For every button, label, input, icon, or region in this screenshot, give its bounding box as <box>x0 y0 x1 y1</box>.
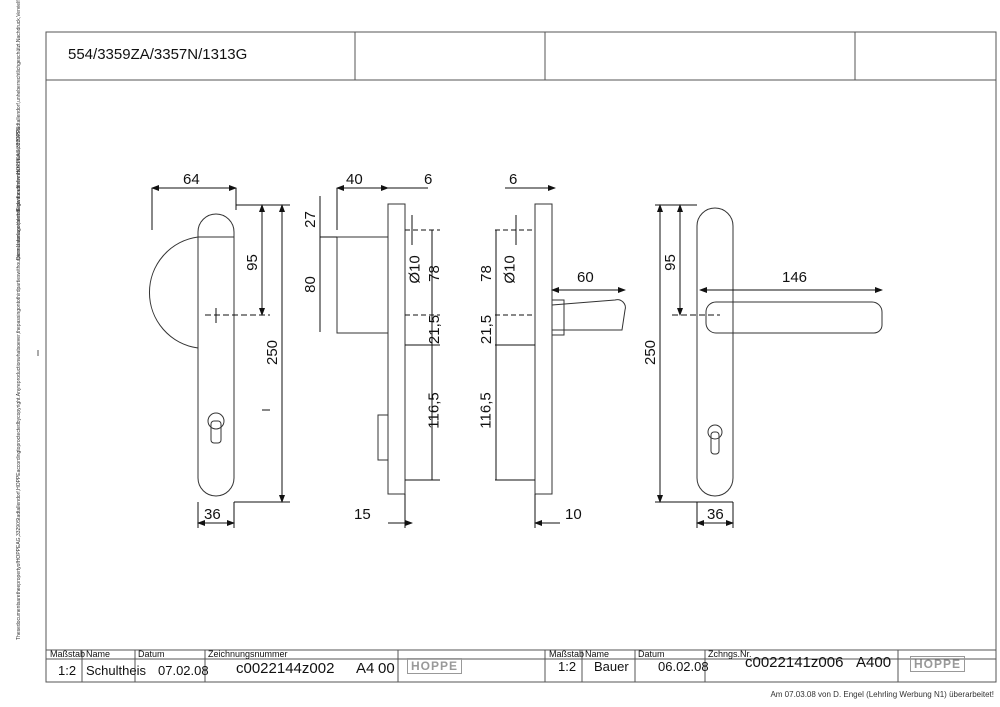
drawing-frame <box>45 31 997 683</box>
dim-left-width-top: 64 <box>183 171 200 188</box>
tb-right-date: 06.02.08 <box>658 659 709 674</box>
dim-side1-bottom: 15 <box>354 506 371 523</box>
dim-side1-lower: 116,5 <box>425 392 443 429</box>
dim-side1-top-offset: 27 <box>301 211 319 228</box>
dim-left-height-total: 250 <box>264 339 282 366</box>
dim-side2-lever-len: 60 <box>577 269 594 286</box>
side-view-2 <box>495 185 626 528</box>
hoppe-logo-left: HOPPE <box>407 658 463 674</box>
lever-outline <box>705 301 883 334</box>
right-front-view <box>655 204 883 528</box>
side-view-1 <box>319 185 440 528</box>
legal-text-bottom: ThesedocumentsaretheepropertyofHOPPEAG,3… <box>16 126 22 640</box>
dim-side1-middle: 21,5 <box>426 314 444 345</box>
dim-right-height-upper: 95 <box>661 254 679 271</box>
tb-right-drawing-no: c0022141z006 <box>745 654 844 671</box>
dim-right-width-bottom: 36 <box>707 506 724 523</box>
dim-side2-dia: Ø10 <box>501 255 519 284</box>
tb-right-drawing-label: Zchngs.Nr. <box>708 649 752 659</box>
plate-outline-2 <box>696 207 734 497</box>
tb-left-name: Schultheis <box>86 663 146 678</box>
tb-left-scale: 1:2 <box>58 663 77 678</box>
dim-side2-upper: 78 <box>477 265 495 282</box>
tb-right-date-label: Datum <box>638 649 665 659</box>
lever-profile <box>551 299 626 331</box>
rose-outline <box>148 236 199 349</box>
dim-right-lever-len: 146 <box>782 269 808 286</box>
side-plate-2 <box>534 203 553 495</box>
article-number: 554/3359ZA/3357N/1313G <box>68 46 248 63</box>
tb-left-date-label: Datum <box>138 649 165 659</box>
tb-left-format: A4 <box>356 660 375 677</box>
tb-right-name-label: Name <box>585 649 610 659</box>
tb-left-drawing-no: c0022144z002 <box>236 660 335 677</box>
left-front-view <box>148 185 290 528</box>
dim-side1-upper: 78 <box>425 265 443 282</box>
dim-side1-plate-thk: 6 <box>424 171 433 188</box>
tb-left-drawing-label: Zeichnungsnummer <box>208 649 288 659</box>
plate-outline <box>197 213 235 497</box>
tb-right-name: Bauer <box>594 659 629 674</box>
rose-profile <box>336 236 389 334</box>
tb-right-scale-label: Maßstab <box>549 649 585 659</box>
tb-left-name-label: Name <box>86 649 111 659</box>
dim-side2-plate-thk: 6 <box>509 171 518 188</box>
dim-side2-middle: 21,5 <box>478 314 496 345</box>
dim-side1-rose-depth: 40 <box>346 171 363 188</box>
side-plate <box>387 203 406 495</box>
tb-right-format: A400 <box>856 654 892 671</box>
tb-left-scale-label: Maßstab <box>50 649 86 659</box>
tb-right-scale: 1:2 <box>558 659 577 674</box>
tb-left-rev: 00 <box>378 660 395 677</box>
dim-side2-bottom: 10 <box>565 506 582 523</box>
dim-right-height-total: 250 <box>642 339 660 366</box>
dim-side1-dia: Ø10 <box>406 255 424 284</box>
dim-side2-lower: 116,5 <box>477 392 495 429</box>
dim-side1-rose-height: 80 <box>301 276 319 293</box>
tb-left-date: 07.02.08 <box>158 663 209 678</box>
revision-note: Am 07.03.08 von D. Engel (Lehrling Werbu… <box>770 690 994 699</box>
dim-left-height-upper: 95 <box>243 254 261 271</box>
dim-left-width-bottom: 36 <box>204 506 221 523</box>
hoppe-logo-right: HOPPE <box>910 656 966 672</box>
